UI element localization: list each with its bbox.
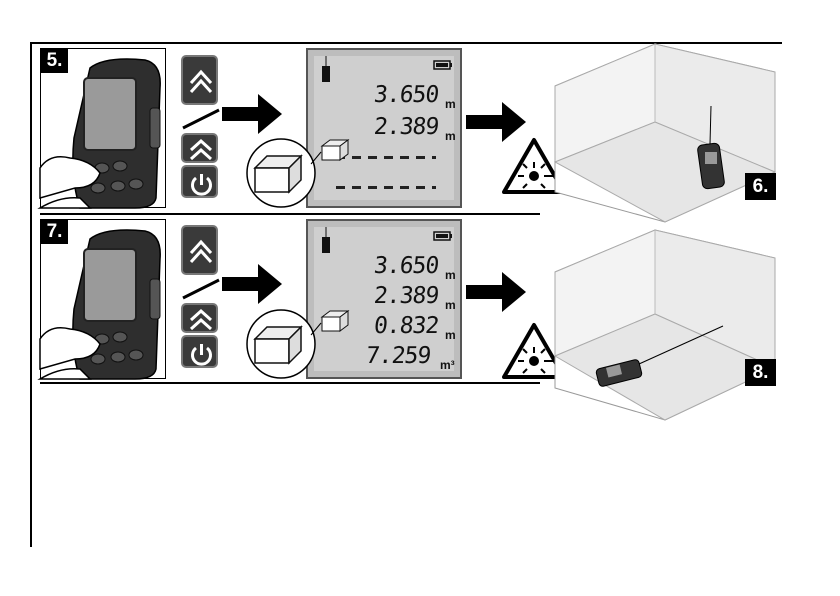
lcd-length-value: 3.650 — [373, 253, 440, 279]
arrow-right-icon — [222, 262, 284, 306]
step8-badge: 8. — [745, 359, 776, 386]
chevron-up-icon — [181, 55, 218, 105]
lcd-width-value: 2.389 — [373, 283, 440, 309]
row2-separator — [40, 382, 540, 384]
arrow-right-icon — [466, 270, 528, 314]
lcd-unit: m — [445, 129, 456, 143]
lcd-volume-unit: m³ — [440, 358, 455, 372]
battery-icon — [434, 231, 454, 241]
row1-separator — [40, 213, 540, 215]
lcd-display-step5: 3.650 m 2.389 m — [306, 48, 462, 208]
battery-icon — [434, 60, 454, 70]
volume-box-icon — [243, 138, 321, 208]
volume-box-icon — [320, 138, 350, 162]
slash-separator-icon — [181, 278, 221, 300]
slash-separator-icon — [181, 108, 221, 130]
power-icon — [181, 165, 218, 198]
chevron-up-icon — [181, 133, 218, 163]
chevron-up-icon — [181, 225, 218, 275]
lcd-volume-value: 7.259 — [365, 343, 432, 369]
step6-badge: 6. — [745, 173, 776, 200]
room-icon — [545, 228, 785, 423]
device-mode-icon — [320, 227, 332, 255]
lcd-display-step7: 3.650 m 2.389 m 0.832 m 7.259 m³ — [306, 219, 462, 379]
lcd-height-value: 0.832 — [373, 313, 440, 339]
lcd-unit: m — [445, 328, 456, 342]
device-keypad-icon — [40, 48, 166, 208]
power-icon — [181, 335, 218, 368]
lcd-unit: m — [445, 298, 456, 312]
lcd-width-value: 2.389 — [373, 114, 440, 140]
lcd-unit: m — [445, 268, 456, 282]
arrow-right-icon — [222, 92, 284, 136]
chevron-up-icon — [181, 303, 218, 333]
volume-box-icon — [320, 309, 350, 333]
lcd-unit: m — [445, 97, 456, 111]
volume-box-icon — [243, 309, 321, 379]
left-rule — [30, 42, 32, 547]
device-keypad-icon — [40, 219, 166, 379]
lcd-length-value: 3.650 — [373, 82, 440, 108]
device-mode-icon — [320, 56, 332, 84]
lcd-empty-line — [336, 156, 436, 159]
lcd-empty-line — [336, 186, 436, 189]
